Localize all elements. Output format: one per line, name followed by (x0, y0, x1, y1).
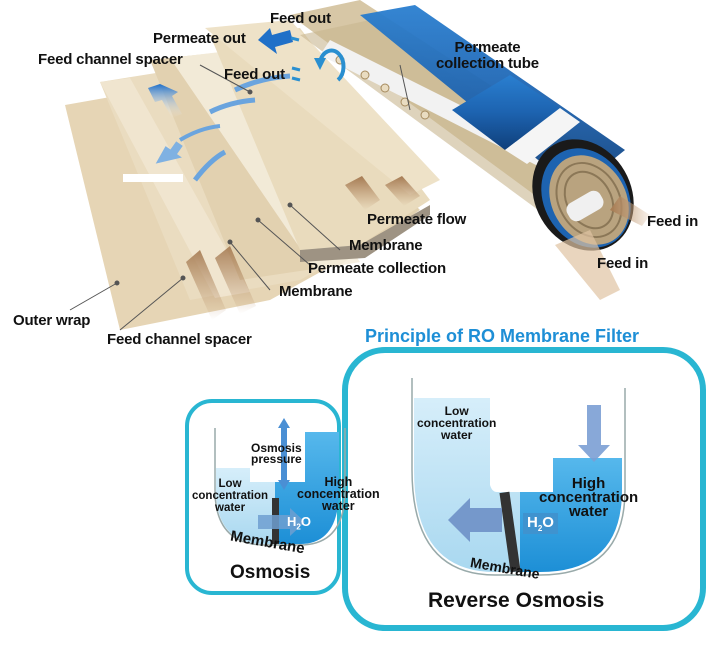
label-line: Low (444, 404, 469, 418)
osmosis-h2o-arrow (258, 508, 305, 536)
osmosis-pressure-label: Osmosis pressure (251, 441, 302, 466)
label-line: water (440, 428, 473, 442)
label-line: pressure (251, 452, 302, 466)
h2o-sub: 2 (537, 524, 543, 533)
permeate-collection-tube-holes (335, 55, 430, 120)
h2o-o: O (300, 514, 311, 529)
osmosis-caption: Osmosis (230, 562, 311, 583)
feed-in-arrows-bottom (186, 176, 420, 320)
permeate-flow-arrows (155, 73, 291, 182)
label-membrane-upper: Membrane (349, 237, 423, 254)
permeate-out-arrow-left (148, 84, 182, 118)
ro-low-label: Low concentration water (417, 405, 496, 441)
reverse-osmosis-frame (342, 347, 706, 631)
permeate-out-arrow-top (258, 28, 293, 54)
reverse-osmosis-u-tube (411, 378, 626, 576)
ro-caption: Reverse Osmosis (428, 589, 605, 612)
ro-h2o-arrow (448, 498, 502, 542)
feed-in-arrows-right (555, 196, 650, 300)
label-line: concentration (297, 487, 380, 501)
label-feed-out-mid: Feed out (224, 66, 285, 83)
ro-membrane (499, 491, 521, 573)
white-strip (123, 174, 183, 182)
label-line: water (322, 499, 355, 513)
label-line: collection tube (436, 55, 539, 72)
h2o-o: O (542, 514, 554, 531)
ro-high-label: High concentration water (539, 475, 639, 520)
osmosis-pressure-arrow (278, 418, 290, 490)
principle-title: Principle of RO Membrane Filter (365, 326, 640, 346)
label-outer-wrap: Outer wrap (13, 312, 91, 329)
label-line: concentration (192, 490, 269, 502)
label-feed-channel-spacer-top: Feed channel spacer (38, 51, 183, 68)
label-line: concentration (539, 489, 639, 506)
label-permeate-flow: Permeate flow (367, 211, 467, 228)
label-line: Low (218, 478, 242, 490)
h2o-sub: 2 (296, 522, 301, 532)
label-feed-in-right: Feed in (647, 213, 699, 230)
label-permeate-collection-tube: Permeate collection tube (436, 40, 539, 72)
membrane-housing (290, 0, 634, 251)
osmosis-high-label: High concentration water (297, 475, 380, 513)
h2o-h: H (527, 514, 538, 531)
rotation-arrow-icon (314, 48, 346, 82)
osmosis-h2o-label: H2O (287, 514, 311, 532)
label-line: High (324, 475, 353, 489)
ro-h2o-label: H2O (523, 513, 558, 534)
label-permeate-out: Permeate out (153, 30, 246, 47)
label-line: water (215, 502, 246, 514)
label-feed-out-top: Feed out (270, 10, 331, 27)
feed-out-small-arrows (290, 36, 301, 82)
osmosis-low-label: Low concentration water (192, 478, 268, 514)
top-spacer-sheet (205, 20, 440, 195)
label-line: Osmosis (251, 441, 302, 455)
h2o-h: H (287, 514, 297, 529)
label-feed-channel-spacer-bottom: Feed channel spacer (107, 331, 252, 348)
label-line: water (569, 503, 609, 520)
osmosis-u-tube (214, 418, 346, 546)
label-membrane-lower: Membrane (279, 283, 353, 300)
label-line: Permeate (454, 39, 521, 56)
ro-pressure-arrow (578, 405, 610, 462)
label-permeate-collection: Permeate collection (308, 260, 446, 277)
label-line: High (571, 475, 606, 492)
label-feed-in-lower: Feed in (597, 255, 649, 272)
label-line: concentration (417, 416, 497, 430)
leader-lines (69, 64, 411, 331)
